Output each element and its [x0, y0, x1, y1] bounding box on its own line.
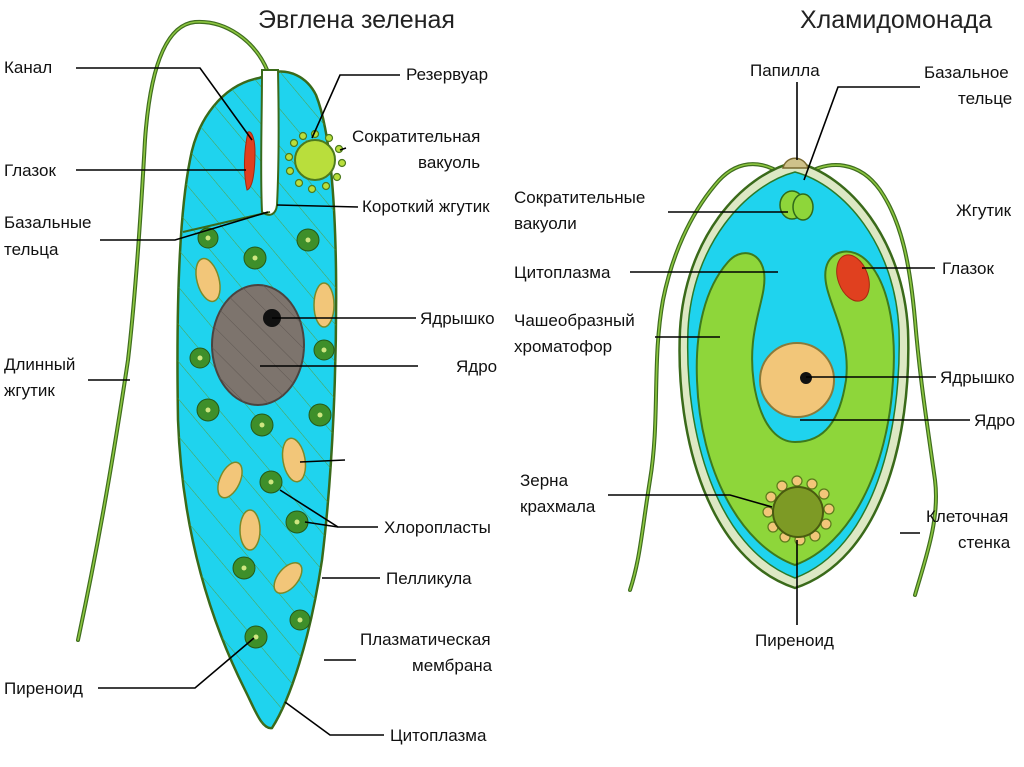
chlamydomonas-label-basal-body-1: Базальное [924, 63, 1009, 82]
euglena-label-chloroplasts: Хлоропласты [384, 518, 491, 537]
euglena-chloroplasts [189, 227, 335, 649]
chlamydomonas-pyrenoid [762, 475, 835, 546]
chlamydomonas-label-starch-grains-2: крахмала [520, 497, 596, 516]
chlamydomonas-label-pyrenoid: Пиреноид [755, 631, 834, 650]
euglena-label-long-flagellum-1: Длинный [4, 355, 75, 374]
euglena-label-basal-bodies-2: тельца [4, 240, 59, 259]
chlamydomonas-label-cell-wall-1: Клеточная [926, 507, 1008, 526]
euglena-label-plasma-membrane-1: Плазматическая [360, 630, 491, 649]
euglena-nucleus [211, 284, 305, 406]
chlamydomonas-title: Хламидомонада [800, 6, 992, 34]
chlamydomonas-label-nucleolus: Ядрышко [940, 368, 1015, 387]
euglena-label-canal: Канал [4, 58, 52, 77]
chlamydomonas-label-contractile-vacuoles-1: Сократительные [514, 188, 645, 207]
chlamydomonas-label-contractile-vacuoles-2: вакуоли [514, 214, 577, 233]
euglena-stigma [244, 131, 256, 191]
chlamydomonas-leader-lines [608, 82, 970, 625]
euglena-label-contractile-vacuole-1: Сократительная [352, 127, 480, 146]
chlamydomonas-label-basal-body-2: тельце [958, 89, 1012, 108]
chlamydomonas-figure: Хламидомонада Папилла Базальное тельце С… [514, 6, 1015, 650]
euglena-label-plasma-membrane-2: мембрана [412, 656, 493, 675]
euglena-label-contractile-vacuole-2: вакуоль [418, 153, 480, 172]
euglena-label-reservoir: Резервуар [406, 65, 488, 84]
chlamydomonas-label-flagellum: Жгутик [956, 201, 1012, 220]
chlamydomonas-label-cell-wall-2: стенка [958, 533, 1011, 552]
euglena-title: Эвглена зеленая [258, 6, 455, 34]
chlamydomonas-label-stigma: Глазок [942, 259, 994, 278]
chlamydomonas-label-chromatophore-1: Чашеобразный [514, 311, 635, 330]
euglena-label-nucleus: Ядро [456, 357, 497, 376]
chlamydomonas-label-papilla: Папилла [750, 61, 820, 80]
chlamydomonas-label-nucleus: Ядро [974, 411, 1015, 430]
chlamydomonas-stigma [836, 254, 870, 302]
chlamydomonas-nucleus [759, 342, 835, 418]
euglena-paramylon-grains [195, 257, 335, 594]
euglena-label-long-flagellum-2: жгутик [4, 381, 55, 400]
euglena-figure: Эвглена зеленая Канал Глазок Базальные т… [4, 6, 497, 745]
euglena-label-basal-bodies-1: Базальные [4, 213, 92, 232]
euglena-label-short-flagellum: Короткий жгутик [362, 197, 490, 216]
euglena-contractile-vacuole [284, 129, 347, 194]
euglena-label-nucleolus: Ядрышко [420, 309, 495, 328]
euglena-label-pellicle: Пелликула [386, 569, 472, 588]
chlamydomonas-label-starch-grains-1: Зерна [520, 471, 569, 490]
euglena-label-cytoplasm: Цитоплазма [390, 726, 487, 745]
euglena-label-pyrenoid: Пиреноид [4, 679, 83, 698]
chlamydomonas-label-cytoplasm: Цитоплазма [514, 263, 611, 282]
chlamydomonas-contractile-vacuoles [779, 190, 814, 221]
chlamydomonas-label-chromatophore-2: хроматофор [514, 337, 612, 356]
chlamydomonas-papilla [782, 157, 810, 169]
euglena-canal [260, 69, 280, 216]
chlamydomonas-nucleolus [800, 372, 812, 384]
euglena-leader-lines [76, 67, 418, 736]
euglena-label-stigma: Глазок [4, 161, 56, 180]
